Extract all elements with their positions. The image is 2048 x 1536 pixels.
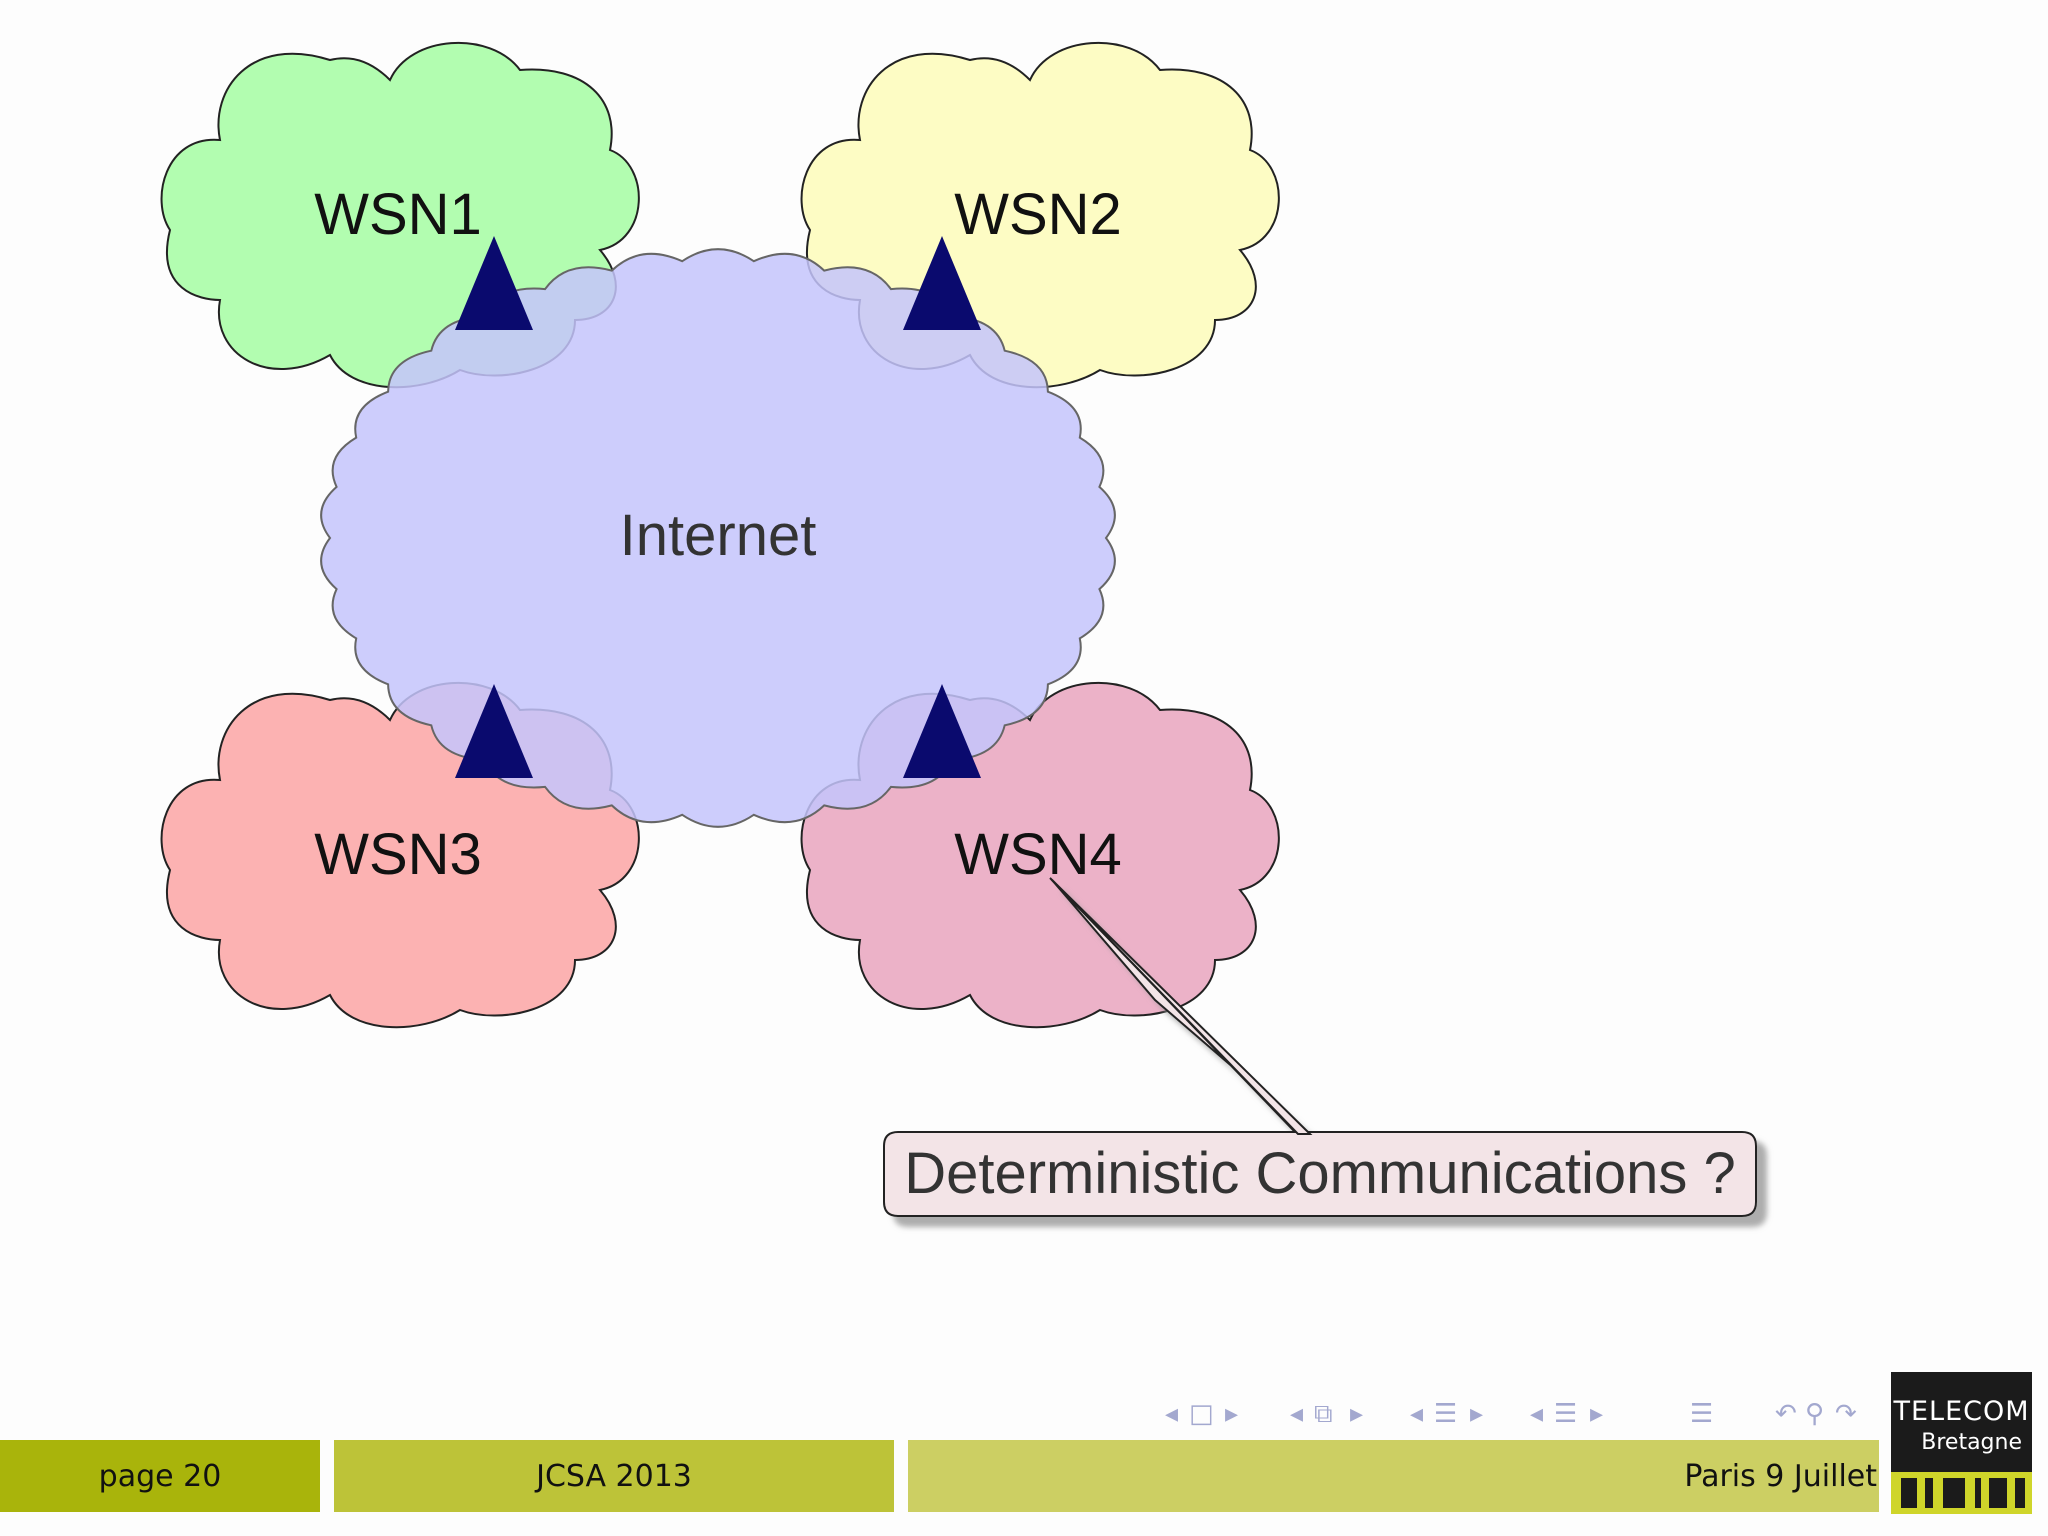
- footer-date-section: Paris 9 Juillet: [908, 1440, 1879, 1512]
- nav-next-slide-icon[interactable]: ▸: [1350, 1399, 1364, 1429]
- gateway-wsn2-triangle: [903, 236, 981, 330]
- footer-page-number: page 20: [98, 1458, 222, 1494]
- nav-prev-subsection-icon[interactable]: ◂: [1410, 1399, 1424, 1429]
- nav-next-subsection-icon[interactable]: ▸: [1470, 1399, 1484, 1429]
- nav-frame-icon[interactable]: □: [1189, 1399, 1214, 1429]
- logo-line2: Bretagne: [1921, 1430, 2022, 1455]
- logo-line1: TELECOM: [1893, 1396, 2030, 1427]
- wsn4-label: WSN4: [954, 822, 1122, 887]
- internet-cloud: [320, 248, 1116, 828]
- footer-place-date: Paris 9 Juillet: [1684, 1458, 1877, 1494]
- callout-shape: [883, 879, 1757, 1217]
- wsn1-label: WSN1: [314, 182, 482, 247]
- wsn2-label: WSN2: [954, 182, 1122, 247]
- gateway-wsn4-triangle: [903, 684, 981, 778]
- nav-subsection-icon[interactable]: ☰: [1434, 1399, 1458, 1429]
- nav-document-icon[interactable]: ☰: [1690, 1399, 1714, 1429]
- callout: [883, 879, 1757, 1217]
- gateway-wsn3-triangle: [455, 684, 533, 778]
- nav-prev-slide-icon[interactable]: ◂: [1290, 1399, 1304, 1429]
- logo-strip: [1891, 1472, 2032, 1514]
- footer-page-section: page 20: [0, 1440, 320, 1512]
- nav-next-frame-icon[interactable]: ▸: [1225, 1399, 1239, 1429]
- nav-slide-icon[interactable]: ⧉: [1314, 1399, 1333, 1429]
- callout-pointer: [1049, 877, 1313, 1135]
- footer-conference-section: JCSA 2013: [334, 1440, 894, 1512]
- footer-conference: JCSA 2013: [536, 1458, 692, 1494]
- nav-next-section-icon[interactable]: ▸: [1590, 1399, 1604, 1429]
- nav-search-icon[interactable]: ⚲: [1805, 1399, 1825, 1429]
- nav-section-icon[interactable]: ☰: [1554, 1399, 1578, 1429]
- gateway-wsn1-triangle: [455, 236, 533, 330]
- nav-prev-frame-icon[interactable]: ◂: [1165, 1399, 1179, 1429]
- nav-forward-icon[interactable]: ↷: [1835, 1399, 1857, 1429]
- nav-back-icon[interactable]: ↶: [1775, 1399, 1797, 1429]
- telecom-bretagne-logo: TELECOM Bretagne: [1891, 1372, 2032, 1514]
- internet-label: Internet: [620, 503, 817, 568]
- navigation-controls: ◂ □ ▸ ◂ ⧉ ▸ ◂ ☰ ▸ ◂ ☰ ▸ ☰ ↶ ⚲ ↷: [1165, 1399, 1885, 1439]
- wsn3-label: WSN3: [314, 822, 482, 887]
- nav-prev-section-icon[interactable]: ◂: [1530, 1399, 1544, 1429]
- callout-text: Deterministic Communications ?: [904, 1141, 1736, 1206]
